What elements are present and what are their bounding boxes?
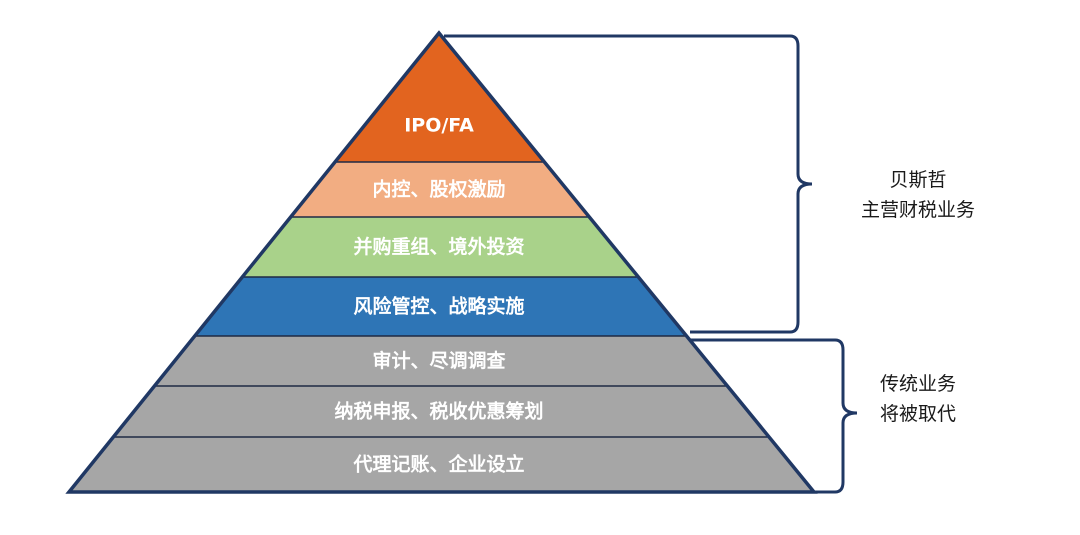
bracket-top — [444, 34, 813, 334]
pyramid-layer-3 — [242, 217, 639, 277]
layer-labels: IPO/FA 内控、股权激励并购重组、境外投资风险管控、战略实施审计、尽调调查纳税… — [334, 115, 543, 476]
group-label-traditional-line2: 将被取代 — [879, 403, 956, 425]
pyramid-layer-7 — [69, 437, 814, 492]
group-label-traditional-line1: 传统业务 — [879, 373, 956, 395]
pyramid-layer-2 — [290, 162, 590, 217]
pyramid-layer-3-label: 并购重组、境外投资 — [353, 235, 524, 258]
group-label-main-business: 贝斯哲 主营财税业务 — [818, 165, 1018, 225]
pyramid-layer-6-label: 纳税申报、税收优惠筹划 — [334, 400, 543, 423]
layer-separators — [113, 161, 770, 438]
pyramid-outline — [65, 30, 818, 494]
group-label-main-line2: 主营财税业务 — [860, 199, 975, 221]
pyramid-layer-1-label: IPO/FA — [404, 115, 474, 137]
pyramid-layer-7-label: 代理记账、企业设立 — [352, 453, 524, 476]
pyramid-layers — [69, 33, 814, 492]
group-label-main-line1: 贝斯哲 — [889, 169, 947, 191]
pyramid-layer-4-label: 风险管控、战略实施 — [353, 295, 524, 318]
pyramid-layer-1 — [335, 33, 545, 162]
group-label-traditional-business: 传统业务 将被取代 — [818, 369, 1018, 429]
bracket-bottom — [690, 338, 858, 494]
pyramid-layer-5 — [154, 336, 728, 386]
pyramid-layer-6 — [113, 386, 770, 437]
pyramid-layer-5-label: 审计、尽调调查 — [372, 349, 506, 372]
pyramid-layer-4 — [194, 277, 687, 336]
pyramid-layer-2-label: 内控、股权激励 — [372, 178, 505, 201]
